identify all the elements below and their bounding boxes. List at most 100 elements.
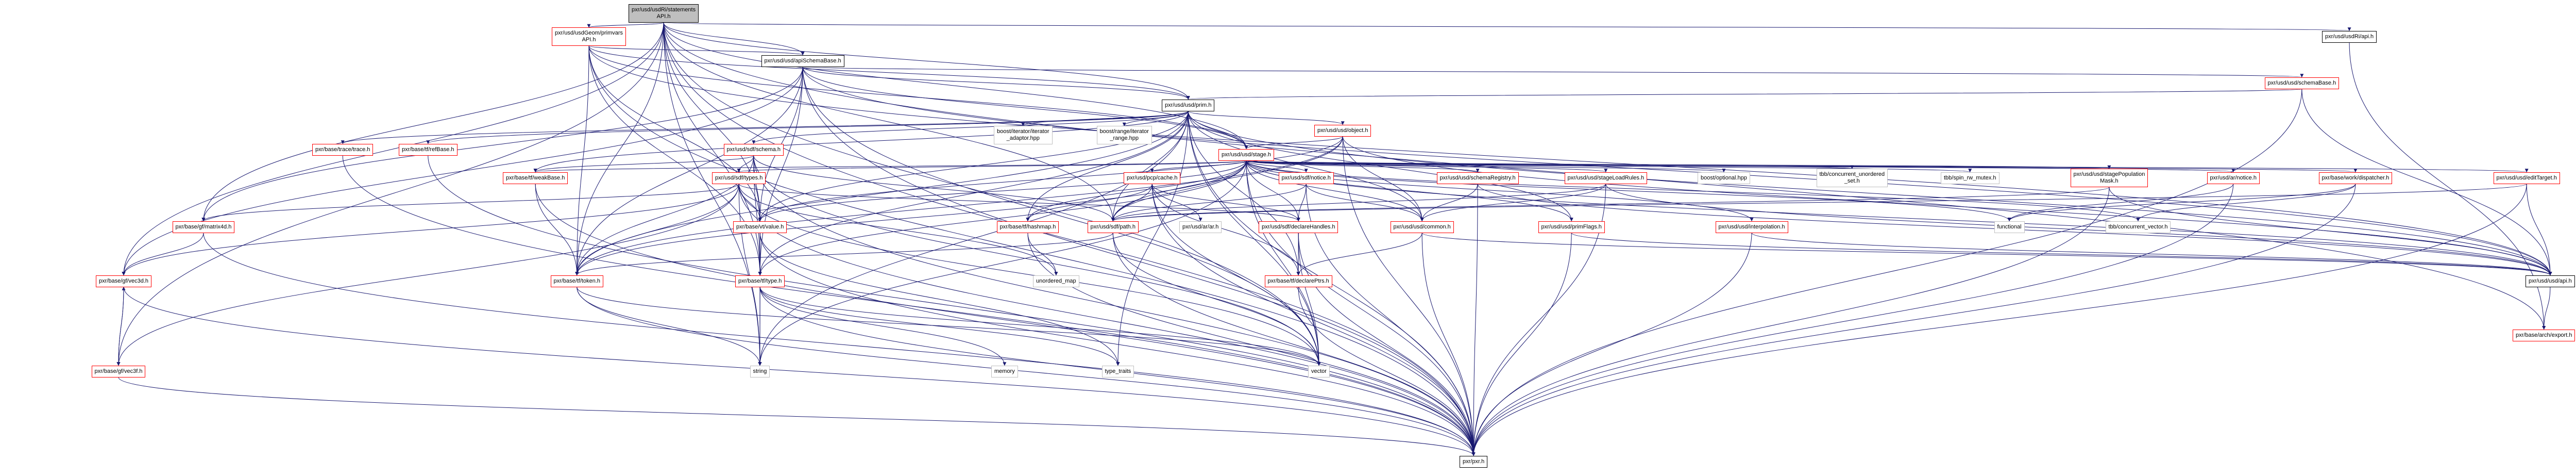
node-pop-mask[interactable]: pxr/usd/usd/stagePopulation Mask.h <box>2070 169 2148 187</box>
edge-sdfNotice-to-declareHandles <box>1296 184 1307 222</box>
node-schema-base[interactable]: pxr/usd/usd/schemaBase.h <box>2264 77 2340 89</box>
edge-apiSchemaBase-to-token <box>575 67 803 276</box>
node-api-schema-base[interactable]: pxr/usd/usd/apiSchemaBase.h <box>761 55 844 67</box>
edge-stage-to-declareHandles <box>1246 160 1300 222</box>
edge-statementsAPI-to-primvarsAPI <box>587 22 664 28</box>
edge-sdfTypes-to-declareHandles <box>738 184 1300 222</box>
edge-schemaBase-to-prim <box>1187 89 2302 100</box>
node-primvars-a-p-i[interactable]: pxr/usd/usdGeom/primvars API.h <box>552 27 626 46</box>
edge-arNotice-to-functional <box>2007 184 2234 222</box>
edge-vtValue-to-pxr <box>759 233 1476 456</box>
node-iter-adaptor[interactable]: boost/iterator/iterator _adaptor.hpp <box>994 126 1053 144</box>
edge-prim-to-iterRange <box>1122 111 1189 126</box>
edge-sdfTypes-to-token <box>575 184 739 276</box>
edge-pcpCache-to-declareHandles <box>1151 184 1300 222</box>
node-unordered-map[interactable]: unordered_map <box>1033 275 1079 287</box>
node-trace[interactable]: pxr/base/trace/trace.h <box>312 143 374 156</box>
node-hashmap[interactable]: pxr/base/tf/hashmap.h <box>996 221 1059 233</box>
node-functional[interactable]: functional <box>1994 221 2025 233</box>
node-interpolation[interactable]: pxr/usd/usd/interpolation.h <box>1715 221 1788 233</box>
node-vec3f[interactable]: pxr/base/gf/vec3f.h <box>91 365 146 377</box>
node-edit-target[interactable]: pxr/usd/usd/editTarget.h <box>2493 172 2560 184</box>
edge-sdfTypes-to-vtValue <box>738 184 762 222</box>
edge-stage-to-sdfTypes <box>737 160 1247 173</box>
edge-apiSchemaBase-to-pxr <box>802 67 1476 456</box>
node-iter-range[interactable]: boost/range/iterator _range.hpp <box>1096 126 1152 144</box>
node-tf-type[interactable]: pxr/base/tf/type.h <box>735 275 785 287</box>
edge-interpolation-to-usdApi <box>1751 233 2552 276</box>
node-declare-ptrs[interactable]: pxr/base/tf/declarePtrs.h <box>1264 275 1332 287</box>
node-object[interactable]: pxr/usd/usd/object.h <box>1314 124 1371 137</box>
edge-apiSchemaBase-to-prim <box>802 67 1190 100</box>
node-prim[interactable]: pxr/usd/usd/prim.h <box>1162 99 1215 111</box>
node-ref-base[interactable]: pxr/base/tf/refBase.h <box>399 143 457 156</box>
node-pcp-cache[interactable]: pxr/usd/pcp/cache.h <box>1124 172 1181 184</box>
node-memory[interactable]: memory <box>991 365 1018 377</box>
node-vt-value[interactable]: pxr/base/vt/value.h <box>733 221 787 233</box>
edge-sdfPath-to-pxr <box>1112 233 1476 456</box>
edge-tfType-to-vector <box>759 287 1321 366</box>
edge-hashmap-to-pxr <box>1027 233 1476 456</box>
edge-statementsAPI-to-vtValue <box>663 22 762 222</box>
edge-vec3f-to-pxr <box>118 377 1476 456</box>
node-statements-a-p-i[interactable]: pxr/usd/usdRi/statements API.h <box>629 4 699 23</box>
edge-refBase-to-pxr <box>428 155 1476 456</box>
node-dispatcher[interactable]: pxr/base/work/dispatcher.h <box>2318 172 2393 184</box>
node-ar-ar[interactable]: pxr/usd/ar/ar.h <box>1179 221 1222 233</box>
node-schema-registry[interactable]: pxr/usd/usd/schemaRegistry.h <box>1436 172 1519 184</box>
node-usd-api[interactable]: pxr/usd/usd/api.h <box>2526 275 2575 287</box>
edge-usdCommon-to-declarePtrs <box>1296 233 1422 276</box>
node-usd-ri-api[interactable]: pxr/usd/usdRi/api.h <box>2322 30 2377 43</box>
node-boost-optional[interactable]: boost/optional.hpp <box>1698 172 1750 184</box>
edge-stage-to-weakBase <box>534 160 1247 173</box>
node-tbb-unordered-set[interactable]: tbb/concurrent_unordered _set.h <box>1816 169 1888 187</box>
node-tbb-vector[interactable]: tbb/concurrent_vector.h <box>2105 221 2171 233</box>
node-stage-load-rules[interactable]: pxr/usd/usd/stageLoadRules.h <box>1564 172 1648 184</box>
edge-sdfPath-to-token <box>575 233 1113 276</box>
node-arch-export[interactable]: pxr/base/arch/export.h <box>2513 329 2575 341</box>
node-sdf-schema[interactable]: pxr/usd/sdf/schema.h <box>723 143 784 156</box>
edge-statementsAPI-to-string <box>663 22 762 366</box>
node-usd-common[interactable]: pxr/usd/usd/common.h <box>1390 221 1454 233</box>
node-vector[interactable]: vector <box>1308 365 1330 377</box>
node-sdf-path[interactable]: pxr/usd/sdf/path.h <box>1087 221 1139 233</box>
node-matrix4d[interactable]: pxr/base/gf/matrix4d.h <box>172 221 235 233</box>
node-vec3d[interactable]: pxr/base/gf/vec3d.h <box>96 275 152 287</box>
edge-primFlags-to-usdApi <box>1571 233 2552 276</box>
edge-apiSchemaBase-to-usdApi <box>802 67 2552 276</box>
node-prim-flags[interactable]: pxr/usd/usd/primFlags.h <box>1538 221 1605 233</box>
node-weak-base[interactable]: pxr/base/tf/weakBase.h <box>503 172 568 184</box>
edge-stage-to-popMask <box>1246 160 2110 169</box>
edge-statementsAPI-to-stage <box>663 22 1248 150</box>
edge-sdfTypes-to-vec3f <box>116 184 739 366</box>
edge-vec3d-to-pxr <box>123 287 1476 456</box>
edge-token-to-vector <box>577 287 1321 366</box>
node-type-traits[interactable]: type_traits <box>1101 365 1134 377</box>
node-sdf-types[interactable]: pxr/usd/sdf/types.h <box>712 172 766 184</box>
edge-schemaBase-to-pxr <box>1471 89 2302 456</box>
edge-primvarsAPI-to-vtValue <box>588 45 762 222</box>
edge-popMask-to-usdApi <box>2109 187 2552 276</box>
edge-editTarget-to-sdfPath <box>1111 184 2527 222</box>
node-string[interactable]: string <box>750 365 770 377</box>
edge-vtValue-to-typeTraits <box>759 233 1120 366</box>
edge-apiSchemaBase-to-vector <box>802 67 1321 366</box>
edge-pcpCache-to-arAr <box>1151 184 1202 222</box>
edge-sdfSchema-to-sdfPath <box>753 155 1115 222</box>
edge-stage-to-hashmap <box>1026 160 1247 222</box>
node-token[interactable]: pxr/base/tf/token.h <box>550 275 603 287</box>
edge-statementsAPI-to-vec3d <box>122 22 664 276</box>
node-ar-notice[interactable]: pxr/usd/ar/notice.h <box>2207 172 2260 184</box>
edge-sdfSchema-to-vector <box>753 155 1321 366</box>
edge-apiSchemaBase-to-matrix4d <box>201 67 803 222</box>
edge-stage-to-pcpCache <box>1150 160 1247 173</box>
node-pxr[interactable]: pxr/pxr.h <box>1460 455 1488 468</box>
node-stage[interactable]: pxr/usd/usd/stage.h <box>1218 149 1275 161</box>
edge-matrix4d-to-vec3d <box>122 233 204 276</box>
node-declare-handles[interactable]: pxr/usd/sdf/declareHandles.h <box>1259 221 1338 233</box>
node-sdf-notice[interactable]: pxr/usd/sdf/notice.h <box>1278 172 1334 184</box>
node-tbb-spin[interactable]: tbb/spin_rw_mutex.h <box>1941 172 1999 184</box>
edge-object-to-stage <box>1244 136 1343 150</box>
edge-apiSchemaBase-to-schemaBase <box>802 67 2303 78</box>
